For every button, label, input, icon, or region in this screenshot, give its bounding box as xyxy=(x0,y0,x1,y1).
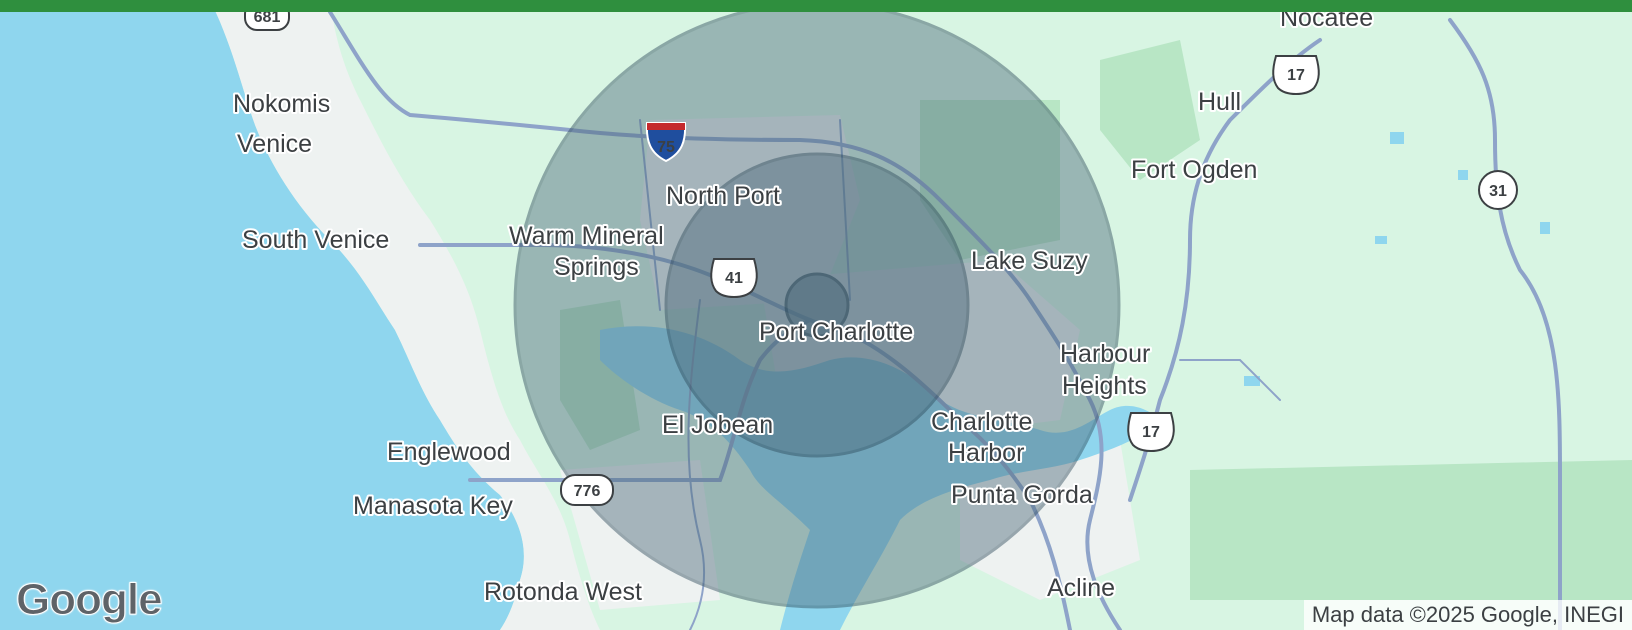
shield-label: 41 xyxy=(725,270,743,287)
shield-label: 17 xyxy=(1142,424,1160,441)
place-label-fort-ogden[interactable]: Fort Ogden xyxy=(1129,154,1259,186)
place-label-charlotte[interactable]: Charlotte xyxy=(929,406,1034,438)
highway-31 xyxy=(1448,18,1563,630)
north-port-urban-area xyxy=(640,115,860,310)
shield-label: 75 xyxy=(657,139,675,156)
place-label-springs[interactable]: Springs xyxy=(552,251,641,283)
shield-us-17-south-icon: 17 xyxy=(1127,412,1175,452)
place-label-warm-mineral[interactable]: Warm Mineral xyxy=(507,220,666,252)
place-label-south-venice[interactable]: South Venice xyxy=(240,224,391,256)
local-road xyxy=(839,119,851,301)
highway-i-75 xyxy=(328,10,1122,630)
pond xyxy=(1390,132,1404,144)
place-labels: Nocatee Nokomis Venice Hull Fort Ogden N… xyxy=(231,2,1375,608)
park-area xyxy=(920,100,1060,260)
shield-776-icon: 776 xyxy=(560,474,614,506)
highway-us-41 xyxy=(418,243,1072,630)
radius-ring-inner xyxy=(784,272,850,338)
gulf-of-mexico-water xyxy=(0,0,524,630)
local-road xyxy=(687,299,706,630)
place-label-nokomis[interactable]: Nokomis xyxy=(231,88,332,120)
place-label-manasota-key[interactable]: Manasota Key xyxy=(351,490,515,522)
shield-label: 776 xyxy=(574,483,601,500)
highway-776 xyxy=(468,318,812,482)
shield-us-41-icon: 41 xyxy=(710,258,758,298)
pond xyxy=(1244,376,1260,386)
charlotte-harbor-water xyxy=(600,326,1160,630)
radius-rings xyxy=(513,1,1121,609)
pond xyxy=(1458,170,1468,180)
park-area xyxy=(1190,460,1632,600)
road-network xyxy=(328,10,1563,630)
punta-gorda-urban-area xyxy=(960,440,1140,600)
shield-31-icon: 31 xyxy=(1478,170,1518,210)
shield-label: 681 xyxy=(254,9,281,26)
interstate-75-icon: 75 xyxy=(645,122,687,163)
coastal-urban-area xyxy=(210,0,600,630)
place-label-harbour[interactable]: Harbour xyxy=(1058,338,1152,370)
map-attribution[interactable]: Map data ©2025 Google, INEGI xyxy=(1303,600,1632,630)
place-label-punta-gorda[interactable]: Punta Gorda xyxy=(949,479,1095,511)
shield-label: 31 xyxy=(1489,183,1507,200)
place-label-heights[interactable]: Heights xyxy=(1060,370,1149,402)
place-label-harbor[interactable]: Harbor xyxy=(946,437,1026,469)
place-label-rotonda-west[interactable]: Rotonda West xyxy=(482,576,644,608)
local-road xyxy=(1179,359,1281,401)
place-label-acline[interactable]: Acline xyxy=(1045,572,1117,604)
place-label-lake-suzy[interactable]: Lake Suzy xyxy=(969,245,1090,277)
place-label-el-jobean[interactable]: El Jobean xyxy=(660,409,775,441)
google-logo: Google xyxy=(16,575,164,624)
park-area xyxy=(1100,40,1200,180)
pond xyxy=(1375,236,1387,244)
shield-label: 17 xyxy=(1287,67,1305,84)
top-border-bar xyxy=(0,0,1632,12)
place-label-venice[interactable]: Venice xyxy=(235,128,314,160)
shield-us-17-north-icon: 17 xyxy=(1272,55,1320,95)
local-road xyxy=(639,119,661,311)
route-shields: 681 17 75 31 41 17 xyxy=(244,1,1518,506)
place-label-hull[interactable]: Hull xyxy=(1196,86,1243,118)
place-label-port-charlotte[interactable]: Port Charlotte xyxy=(757,316,915,348)
place-label-englewood[interactable]: Englewood xyxy=(385,436,513,468)
pond xyxy=(1540,222,1550,234)
place-label-north-port[interactable]: North Port xyxy=(664,180,782,212)
